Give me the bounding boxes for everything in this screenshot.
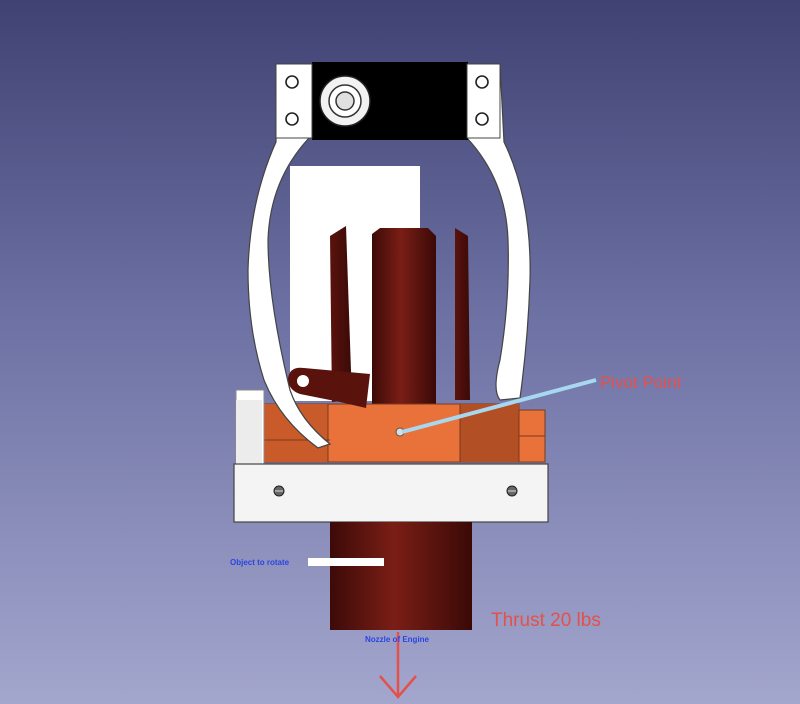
object-to-rotate-label: Object to rotate xyxy=(230,558,290,567)
top-clamp-left-ear xyxy=(275,63,313,139)
top-clamp-right-ear xyxy=(466,63,501,139)
left-bracket-inner xyxy=(236,400,262,464)
lever-arm xyxy=(288,367,370,408)
nozzle-label: Nozzle of Engine xyxy=(365,635,430,644)
left-fin xyxy=(330,226,352,402)
right-fin xyxy=(455,228,470,400)
pivot-leader-line xyxy=(401,378,597,434)
clamp-bolt-hole xyxy=(475,112,489,126)
clamp-bearing xyxy=(335,91,355,111)
pivot-point-label: Pivot Point xyxy=(600,373,682,392)
yoke-right-arm xyxy=(466,63,531,401)
clamp-bolt-hole xyxy=(285,75,299,89)
engine-body xyxy=(330,522,472,630)
object-marker xyxy=(308,558,384,566)
thrust-label: Thrust 20 lbs xyxy=(491,610,601,631)
clamp-bolt-hole xyxy=(475,75,489,89)
thrust-arrow-head xyxy=(379,675,417,699)
lever-hole xyxy=(297,375,309,387)
yoke-left-arm xyxy=(247,63,332,449)
center-tube-top xyxy=(372,228,436,404)
clamp-bolt-hole xyxy=(285,112,299,126)
